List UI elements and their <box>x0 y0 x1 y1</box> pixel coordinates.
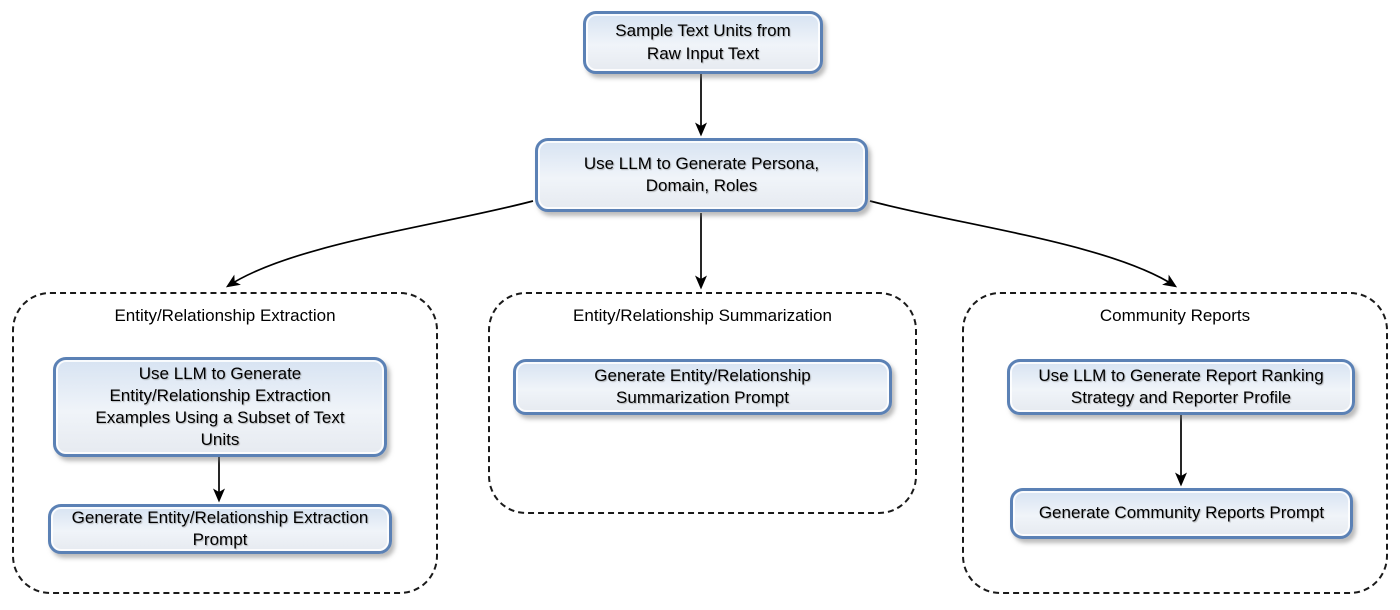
arrow-persona-to-community <box>869 200 1178 288</box>
node-community-reports-prompt: Generate Community Reports Prompt <box>1010 488 1353 539</box>
node-label-line: Prompt <box>192 530 248 549</box>
node-label-line: Generate Community Reports Prompt <box>1038 503 1325 523</box>
group-entity-relationship-extraction: Entity/Relationship Extraction <box>12 292 438 594</box>
node-label-line: Summarization Prompt <box>616 388 789 407</box>
node-label-line: Units <box>200 430 240 450</box>
node-label-line: Generate Entity/Relationship Extraction <box>71 507 369 527</box>
node-label-line: Sample Text Units from <box>615 21 791 41</box>
node-label-line: Strategy and Reporter Profile <box>1070 388 1292 407</box>
node-label-line: Generate Entity/Relationship <box>594 365 811 385</box>
arrow-persona-to-extraction <box>225 200 534 288</box>
node-label-line: Use LLM to Generate <box>138 363 302 383</box>
node-label-line: Use LLM to Generate Persona, <box>583 153 820 173</box>
node-label-line: Domain, Roles <box>645 176 758 195</box>
node-extraction-prompt: Generate Entity/Relationship Extraction … <box>48 504 392 554</box>
node-generate-persona-domain-roles: Use LLM to Generate Persona, Domain, Rol… <box>535 138 868 212</box>
node-label-line: Raw Input Text <box>646 43 760 63</box>
group-community-reports: Community Reports <box>962 292 1388 594</box>
node-sample-text-units: Sample Text Units from Raw Input Text <box>583 11 823 74</box>
group-label-extraction: Entity/Relationship Extraction <box>114 306 336 325</box>
group-label-summarization: Entity/Relationship Summarization <box>573 306 832 325</box>
node-report-ranking-strategy: Use LLM to Generate Report Ranking Strat… <box>1007 359 1355 415</box>
group-entity-relationship-summarization: Entity/Relationship Summarization <box>488 292 917 514</box>
node-label-line: Use LLM to Generate Report Ranking <box>1038 365 1324 385</box>
node-extraction-examples: Use LLM to Generate Entity/Relationship … <box>53 357 387 457</box>
node-label-line: Entity/Relationship Extraction <box>109 385 331 405</box>
node-label-line: Examples Using a Subset of Text <box>95 408 345 427</box>
group-label-community: Community Reports <box>1099 306 1251 325</box>
node-summarization-prompt: Generate Entity/Relationship Summarizati… <box>513 359 892 415</box>
